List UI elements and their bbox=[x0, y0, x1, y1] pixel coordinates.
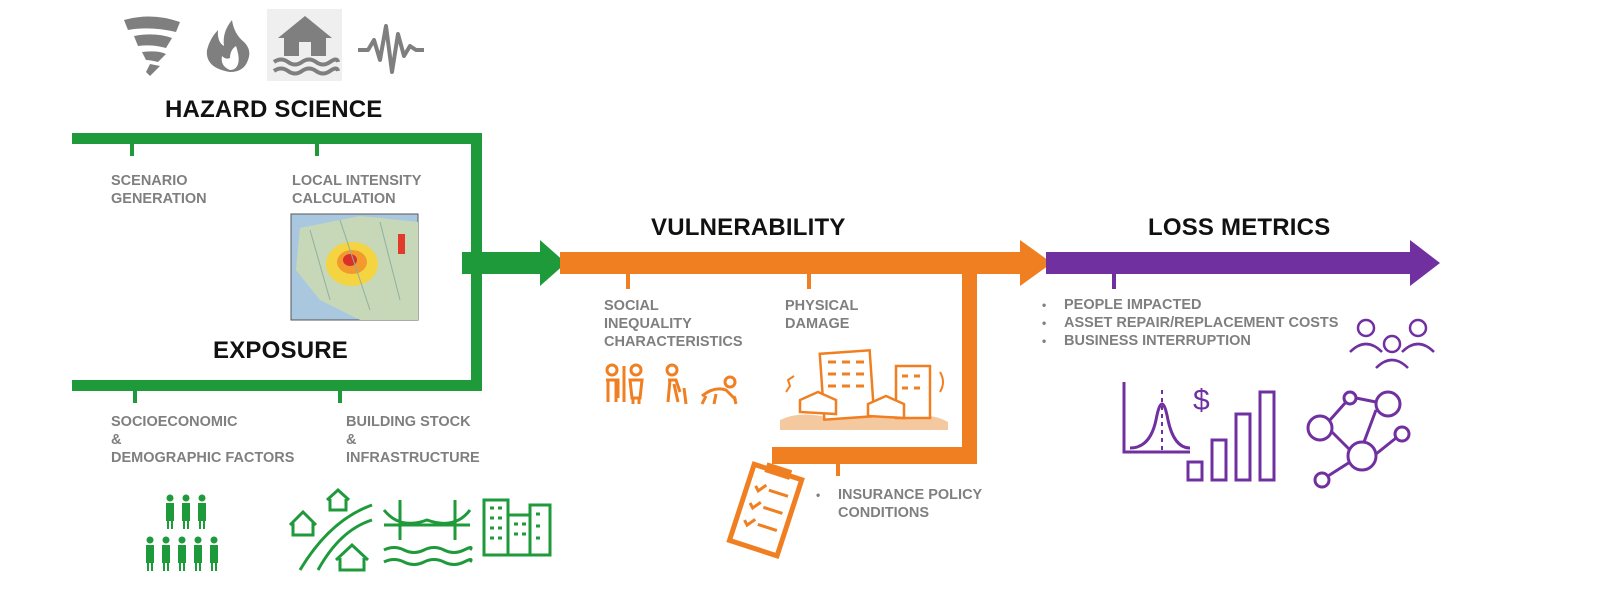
damaged-buildings-icon bbox=[780, 349, 948, 430]
social-inequality-label: SOCIAL INEQUALITY CHARACTERISTICS bbox=[604, 298, 743, 350]
crawling-baby-icon bbox=[700, 375, 738, 405]
scenario-generation-label: SCENARIO GENERATION bbox=[111, 173, 207, 207]
orange-branch-horizontal bbox=[772, 447, 977, 464]
vulnerability-title: VULNERABILITY bbox=[651, 214, 846, 241]
distribution-curve-icon bbox=[1122, 382, 1191, 454]
socioeconomic-label: SOCIOECONOMIC & DEMOGRAPHIC FACTORS bbox=[111, 414, 295, 466]
loss-item: ASSET REPAIR/REPLACEMENT COSTS bbox=[1038, 314, 1338, 332]
network-icon bbox=[1306, 390, 1411, 489]
orange-arrow bbox=[560, 240, 1052, 286]
green-arrow bbox=[462, 240, 566, 286]
family-icon bbox=[605, 363, 644, 404]
people-group-icon bbox=[146, 494, 218, 571]
users-group-icon bbox=[1349, 318, 1435, 369]
flood-house-icon bbox=[267, 9, 342, 81]
fire-icon bbox=[206, 20, 250, 72]
hazard-science-title: HAZARD SCIENCE bbox=[165, 96, 383, 123]
tornado-icon bbox=[124, 16, 180, 76]
purple-arrow bbox=[1046, 240, 1440, 286]
buildings-icon bbox=[482, 498, 552, 557]
elderly-icon bbox=[665, 363, 688, 405]
loss-item: BUSINESS INTERRUPTION bbox=[1038, 332, 1338, 350]
bridge-icon bbox=[382, 500, 473, 566]
loss-item: PEOPLE IMPACTED bbox=[1038, 296, 1338, 314]
physical-damage-label: PHYSICAL DAMAGE bbox=[785, 298, 859, 332]
checklist-icon bbox=[726, 461, 805, 560]
seismograph-icon bbox=[358, 24, 424, 74]
intensity-map bbox=[290, 213, 419, 321]
loss-metrics-title: LOSS METRICS bbox=[1148, 214, 1331, 241]
loss-metrics-list: PEOPLE IMPACTED ASSET REPAIR/REPLACEMENT… bbox=[1038, 296, 1338, 350]
dollar-bar-chart-icon bbox=[1186, 390, 1276, 482]
orange-branch-vertical bbox=[962, 274, 977, 464]
exposure-title: EXPOSURE bbox=[213, 337, 348, 364]
local-intensity-label: LOCAL INTENSITY CALCULATION bbox=[292, 173, 422, 207]
building-stock-label: BUILDING STOCK & INFRASTRUCTURE bbox=[346, 414, 480, 466]
dollar-sign: $ bbox=[1193, 384, 1210, 417]
insurance-policy-label: INSURANCE POLICY CONDITIONS bbox=[812, 486, 982, 522]
houses-road-icon bbox=[288, 487, 373, 572]
